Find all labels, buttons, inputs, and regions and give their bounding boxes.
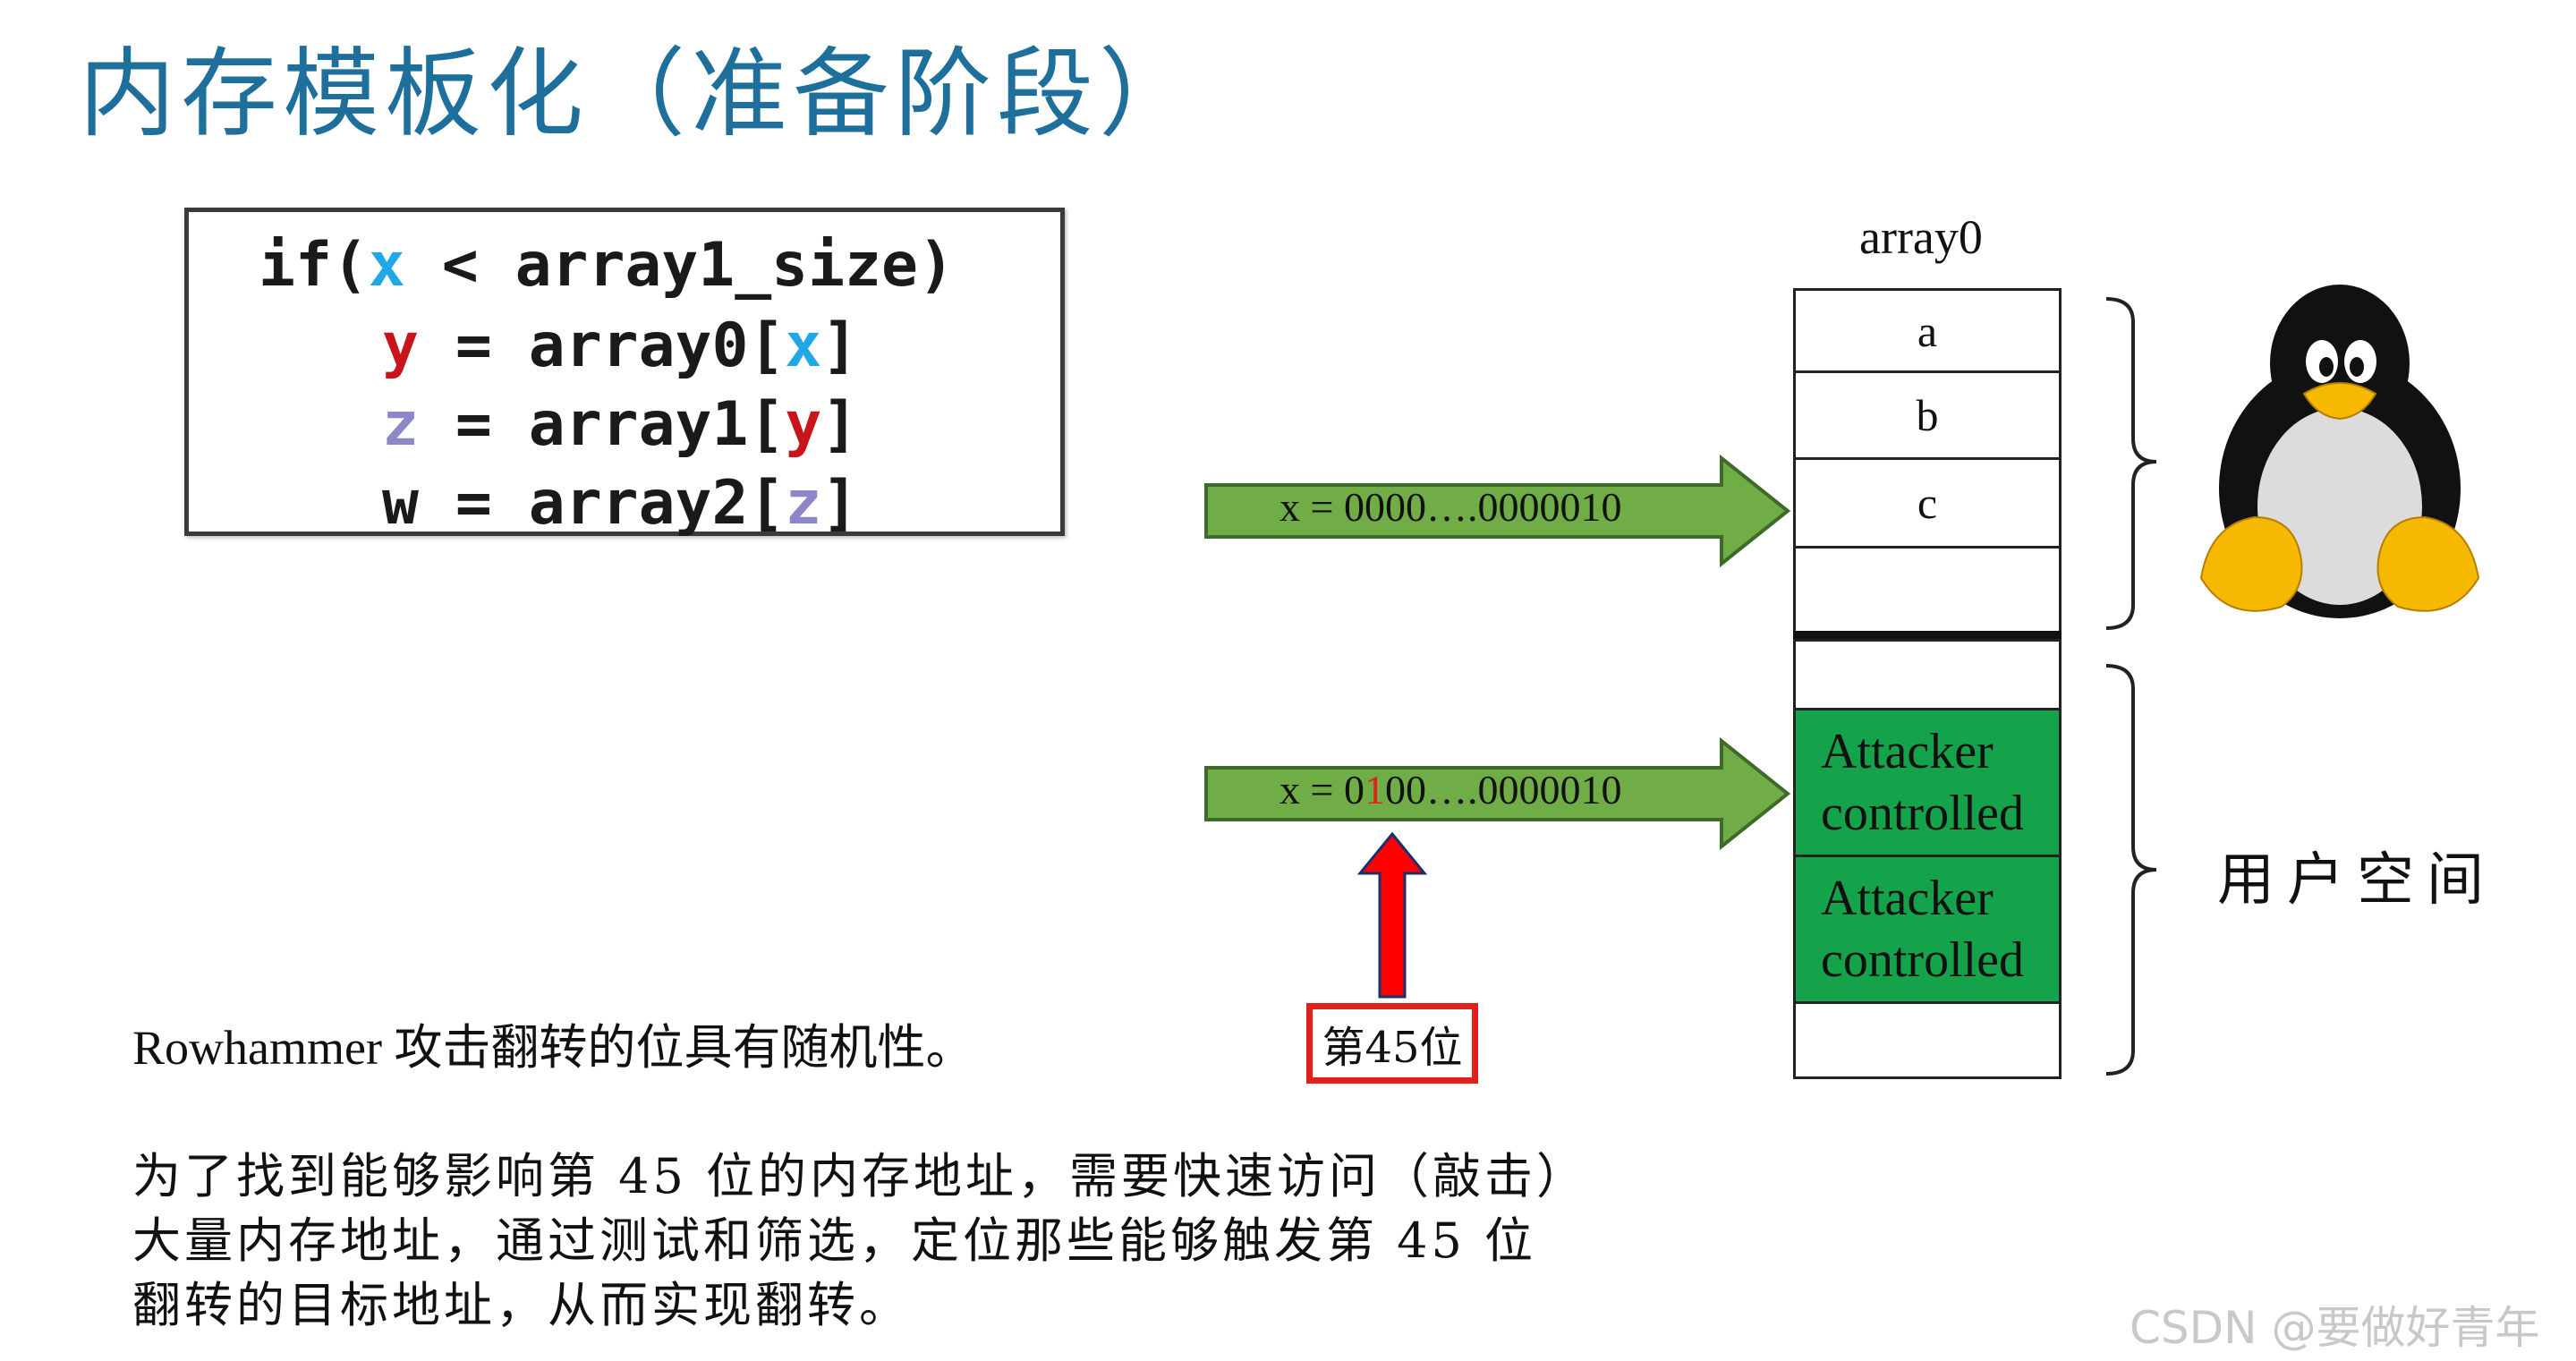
- red-up-arrow: [1356, 831, 1428, 999]
- page-title: 内存模板化（准备阶段）: [79, 38, 1202, 150]
- memory-cell-a: a: [1793, 288, 2062, 373]
- code-token: ]: [821, 310, 859, 381]
- memory-cell-b: b: [1793, 370, 2062, 460]
- user-space-brace: [2105, 664, 2157, 1076]
- paragraph-randomness: Rowhammer 攻击翻转的位具有随机性。: [132, 1021, 974, 1075]
- kernel-user-boundary: [1793, 631, 2062, 640]
- code-token: = array0[: [418, 310, 786, 381]
- label-part: x = 0: [1279, 767, 1365, 812]
- flipped-bit: 1: [1364, 767, 1385, 812]
- code-var-y: y: [382, 310, 419, 381]
- user-space-label: 用户空间: [2217, 847, 2496, 914]
- paragraph-line: 翻转的目标地址，从而实现翻转。: [132, 1277, 911, 1333]
- label-part: 00….0000010: [1384, 767, 1622, 812]
- tux-penguin-icon: [2199, 285, 2480, 618]
- code-line-4: w = array2[z]: [382, 473, 858, 534]
- memory-cell-c: c: [1793, 457, 2062, 549]
- code-var-z: z: [382, 389, 419, 460]
- memory-title: array0: [1859, 210, 1983, 264]
- code-var-z: z: [785, 468, 822, 539]
- code-snippet-box: if(x < array1_size) y = array0[x] z = ar…: [184, 208, 1065, 536]
- code-token: ]: [821, 468, 859, 539]
- code-line-1: if(x < array1_size): [259, 235, 955, 296]
- watermark: CSDN @要做好青年: [2130, 1302, 2540, 1354]
- memory-cell-empty: [1793, 639, 2062, 710]
- bit-45-label: 第45位: [1306, 1003, 1478, 1084]
- code-token: ]: [821, 389, 859, 460]
- code-line-2: y = array0[x]: [382, 316, 858, 377]
- paragraph-line: 为了找到能够影响第 45 位的内存地址，需要快速访问（敲击）: [132, 1148, 1589, 1204]
- code-var-x: x: [368, 230, 405, 301]
- memory-cell-empty: [1793, 546, 2062, 634]
- arrow-bottom-label: x = 0100….0000010: [1279, 766, 1621, 813]
- paragraph-line: 大量内存地址，通过测试和筛选，定位那些能够触发第 45 位: [132, 1212, 1537, 1269]
- code-var-w: w: [382, 468, 419, 539]
- attacker-controlled-cell: Attacker controlled: [1793, 855, 2062, 1004]
- code-token: < array1_size): [404, 230, 955, 301]
- code-token: = array2[: [418, 468, 786, 539]
- arrow-bottom-index: [1204, 736, 1791, 851]
- code-token: = array1[: [418, 389, 786, 460]
- arrow-top-label: x = 0000….0000010: [1279, 484, 1622, 530]
- code-line-3: z = array1[y]: [382, 395, 858, 455]
- code-var-x: x: [785, 310, 822, 381]
- memory-cell-empty: [1793, 1001, 2062, 1079]
- attacker-controlled-cell: Attacker controlled: [1793, 708, 2062, 857]
- code-var-y: y: [785, 389, 822, 460]
- kernel-space-brace: [2105, 297, 2157, 630]
- code-token: if(: [259, 230, 369, 301]
- arrow-top-index: [1204, 454, 1791, 568]
